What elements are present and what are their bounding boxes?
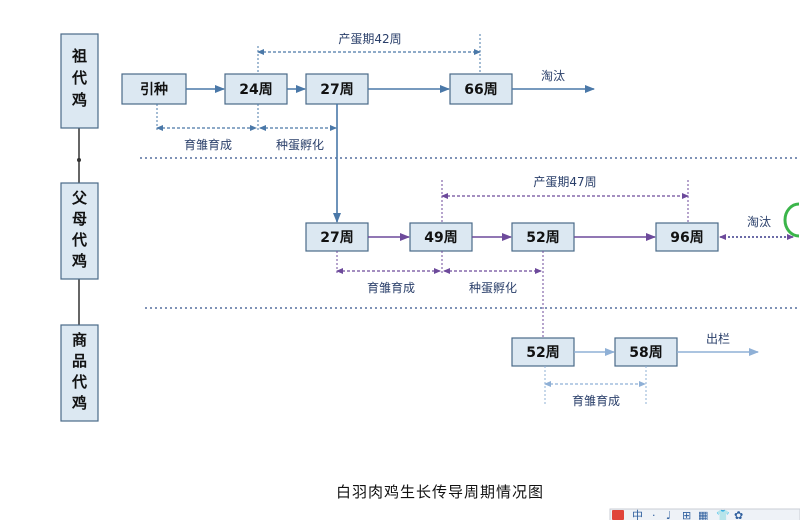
ime-mode[interactable]: 中	[632, 509, 643, 520]
parent-char: 父	[71, 189, 88, 207]
brooding-label: 育雏育成	[572, 393, 620, 408]
stage-label: 27周	[320, 230, 353, 246]
stage-label: 52周	[526, 345, 559, 361]
commercial-char: 代	[71, 373, 87, 391]
stage-label: 52周	[526, 230, 559, 246]
stage-label: 96周	[670, 230, 703, 246]
slaughter-label: 出栏	[706, 331, 730, 346]
parent-generation-box	[60, 182, 99, 280]
commercial-char: 品	[72, 352, 87, 370]
connector-dot	[77, 158, 81, 162]
cull-label: 淘汰	[541, 69, 565, 83]
cull-label: 淘汰	[747, 215, 771, 229]
grandparent-flow: 产蛋期42周 引种 24周 27周 66周 淘汰 育雏育成 种蛋孵化	[121, 30, 595, 223]
commercial-char: 鸡	[71, 394, 87, 412]
commercial-char: 商	[72, 331, 87, 349]
laying-period-label: 产蛋期42周	[338, 32, 401, 46]
label-bg	[356, 278, 426, 295]
grandparent-generation-box	[60, 33, 99, 129]
label-bg	[458, 278, 528, 295]
generation-column: 祖 代 鸡 父 母 代 鸡 商 品 代 鸡	[60, 33, 99, 422]
ime-skin-icon[interactable]: 👕	[716, 509, 730, 520]
brooding-label: 育雏育成	[184, 137, 232, 152]
stage-box-52w	[511, 337, 575, 367]
stage-label: 49周	[424, 230, 457, 246]
ime-voice-icon[interactable]: ♩	[666, 509, 671, 520]
hatching-label: 种蛋孵化	[276, 138, 324, 152]
label-bg	[173, 135, 243, 152]
label-bg	[265, 135, 335, 152]
laying-period-label: 产蛋期47周	[533, 175, 596, 189]
hatching-label: 种蛋孵化	[469, 281, 517, 295]
stage-label: 引种	[140, 81, 168, 98]
label-bg	[740, 213, 778, 230]
stage-label: 58周	[629, 345, 662, 361]
commercial-flow: 52周 58周 出栏 育雏育成	[511, 331, 759, 408]
stage-label: 66周	[464, 82, 497, 98]
stage-box-24w	[224, 73, 288, 105]
parent-flow: 产蛋期47周 27周 49周 52周 96周 淘汰 育雏育成 种蛋孵化	[305, 173, 800, 337]
grandparent-char: 代	[71, 69, 87, 87]
ime-settings-icon[interactable]: ✿	[734, 509, 743, 520]
label-bg	[331, 30, 409, 47]
stage-box-66w	[449, 73, 513, 105]
ime-toolbar-bg	[609, 508, 800, 520]
label-bg	[561, 391, 631, 408]
green-circle-marker	[783, 202, 800, 238]
ime-punct-icon[interactable]: ·	[652, 509, 656, 520]
parent-char: 鸡	[71, 252, 87, 270]
ime-keyboard-icon[interactable]: ⊞	[682, 509, 691, 520]
stage-label: 24周	[239, 82, 272, 98]
stage-box-intro	[121, 73, 187, 105]
grandparent-char: 祖	[71, 47, 87, 65]
label-bg	[526, 173, 604, 190]
stage-label: 27周	[320, 82, 353, 98]
ime-toolbar[interactable]: 中 · ♩ ⊞ ▦ 👕 ✿	[609, 508, 800, 520]
parent-char: 母	[72, 210, 87, 228]
stage-box-96w	[655, 222, 719, 252]
figure-caption: 白羽肉鸡生长传导周期情况图	[336, 483, 544, 501]
parent-char: 代	[71, 231, 87, 249]
ime-grid-icon[interactable]: ▦	[698, 509, 708, 520]
stage-box-49w	[409, 222, 473, 252]
ime-logo-icon[interactable]	[612, 510, 624, 520]
commercial-generation-box	[60, 324, 99, 422]
grandparent-char: 鸡	[71, 91, 87, 109]
brooding-label: 育雏育成	[367, 280, 415, 295]
